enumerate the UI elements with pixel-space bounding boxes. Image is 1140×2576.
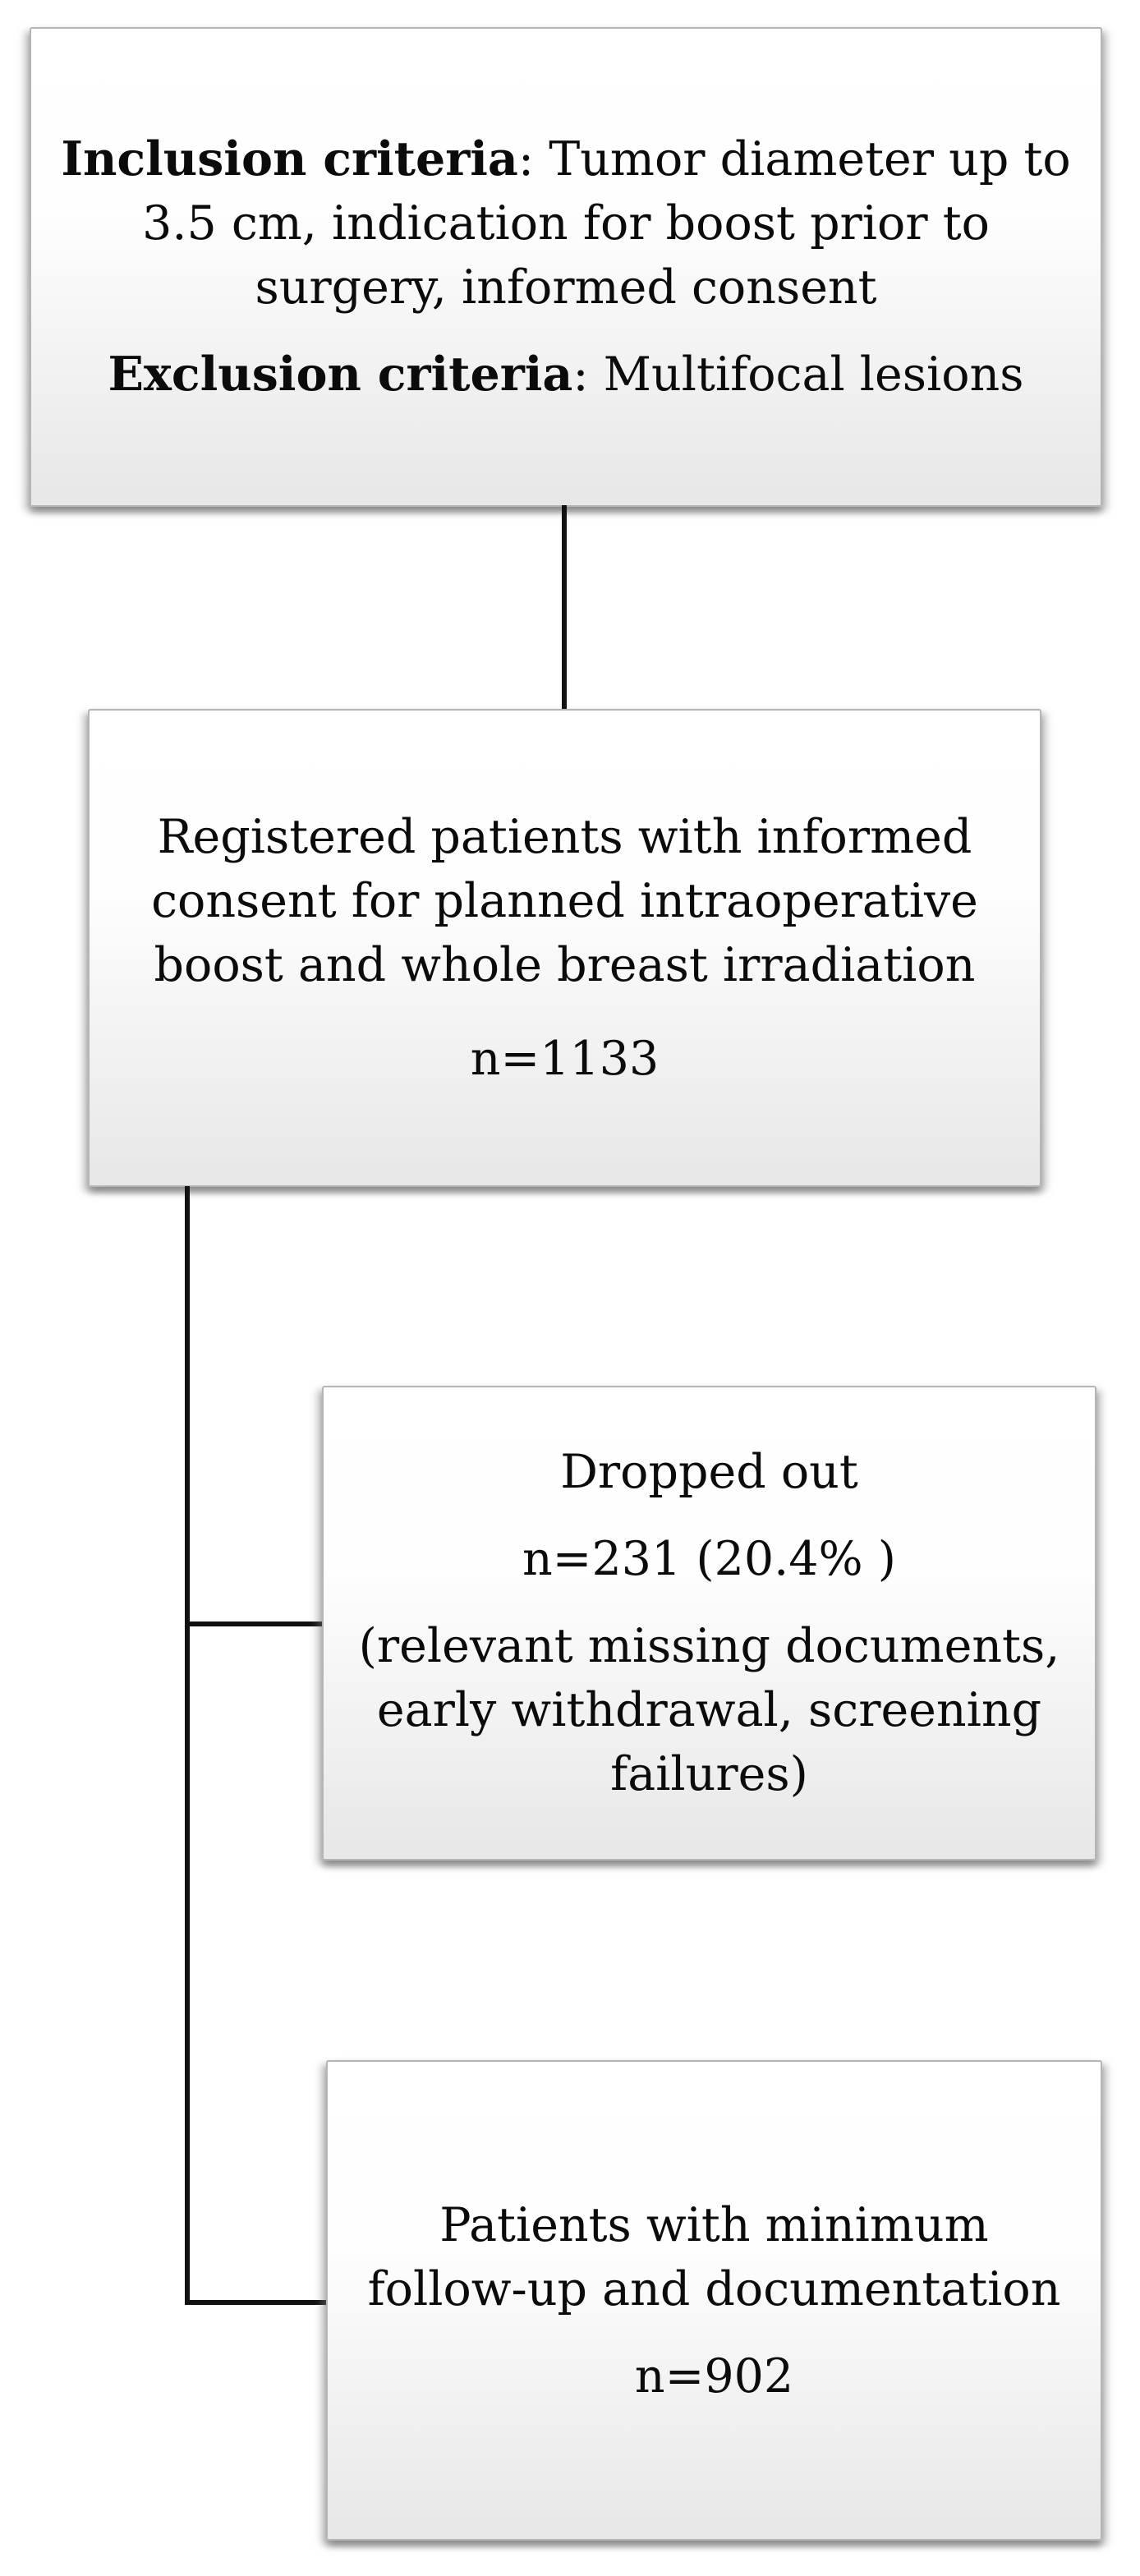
inclusion-line-1: Inclusion criteria: Tumor diameter up to <box>61 127 1070 191</box>
registered-patients-box: Registered patients with informed consen… <box>88 709 1041 1187</box>
connector-branch-dropped <box>187 1622 325 1626</box>
registered-line-3: boost and whole breast irradiation <box>154 938 976 992</box>
followup-n-value: n=902 <box>634 2348 794 2404</box>
dropped-reason-line-3: failures) <box>610 1747 808 1801</box>
exclusion-line: Exclusion criteria: Multifocal lesions <box>108 343 1023 407</box>
exclusion-label: Exclusion criteria <box>108 347 573 402</box>
connector-branch-followup <box>187 2300 329 2305</box>
dropped-n-value: n=231 (20.4% ) <box>522 1532 897 1586</box>
inclusion-line-3: surgery, informed consent <box>255 260 877 315</box>
connector-trunk-vertical <box>185 1186 190 2305</box>
inclusion-line-1-rest: : Tumor diameter up to <box>517 132 1071 186</box>
dropped-reason-line-2: early withdrawal, screening <box>376 1683 1042 1737</box>
registered-line-1: Registered patients with informed <box>157 810 972 864</box>
criteria-box: Inclusion criteria: Tumor diameter up to… <box>30 27 1102 507</box>
inclusion-label: Inclusion criteria <box>61 131 518 186</box>
dropped-reason-line-1: (relevant missing documents, <box>358 1619 1060 1673</box>
dropped-out-box: Dropped out n=231 (20.4% ) (relevant mis… <box>322 1386 1096 1861</box>
inclusion-line-2: 3.5 cm, indication for boost prior to <box>142 196 990 251</box>
dropped-title: Dropped out <box>560 1445 858 1499</box>
followup-line-1: Patients with minimum <box>439 2197 989 2252</box>
registered-line-2: consent for planned intraoperative <box>151 874 978 928</box>
followup-line-2: follow-up and documentation <box>367 2261 1061 2316</box>
followup-patients-box: Patients with minimum follow-up and docu… <box>326 2060 1102 2541</box>
connector-criteria-to-registered <box>562 505 567 711</box>
exclusion-rest: : Multifocal lesions <box>572 347 1024 402</box>
registered-n-value: n=1133 <box>470 1032 660 1086</box>
